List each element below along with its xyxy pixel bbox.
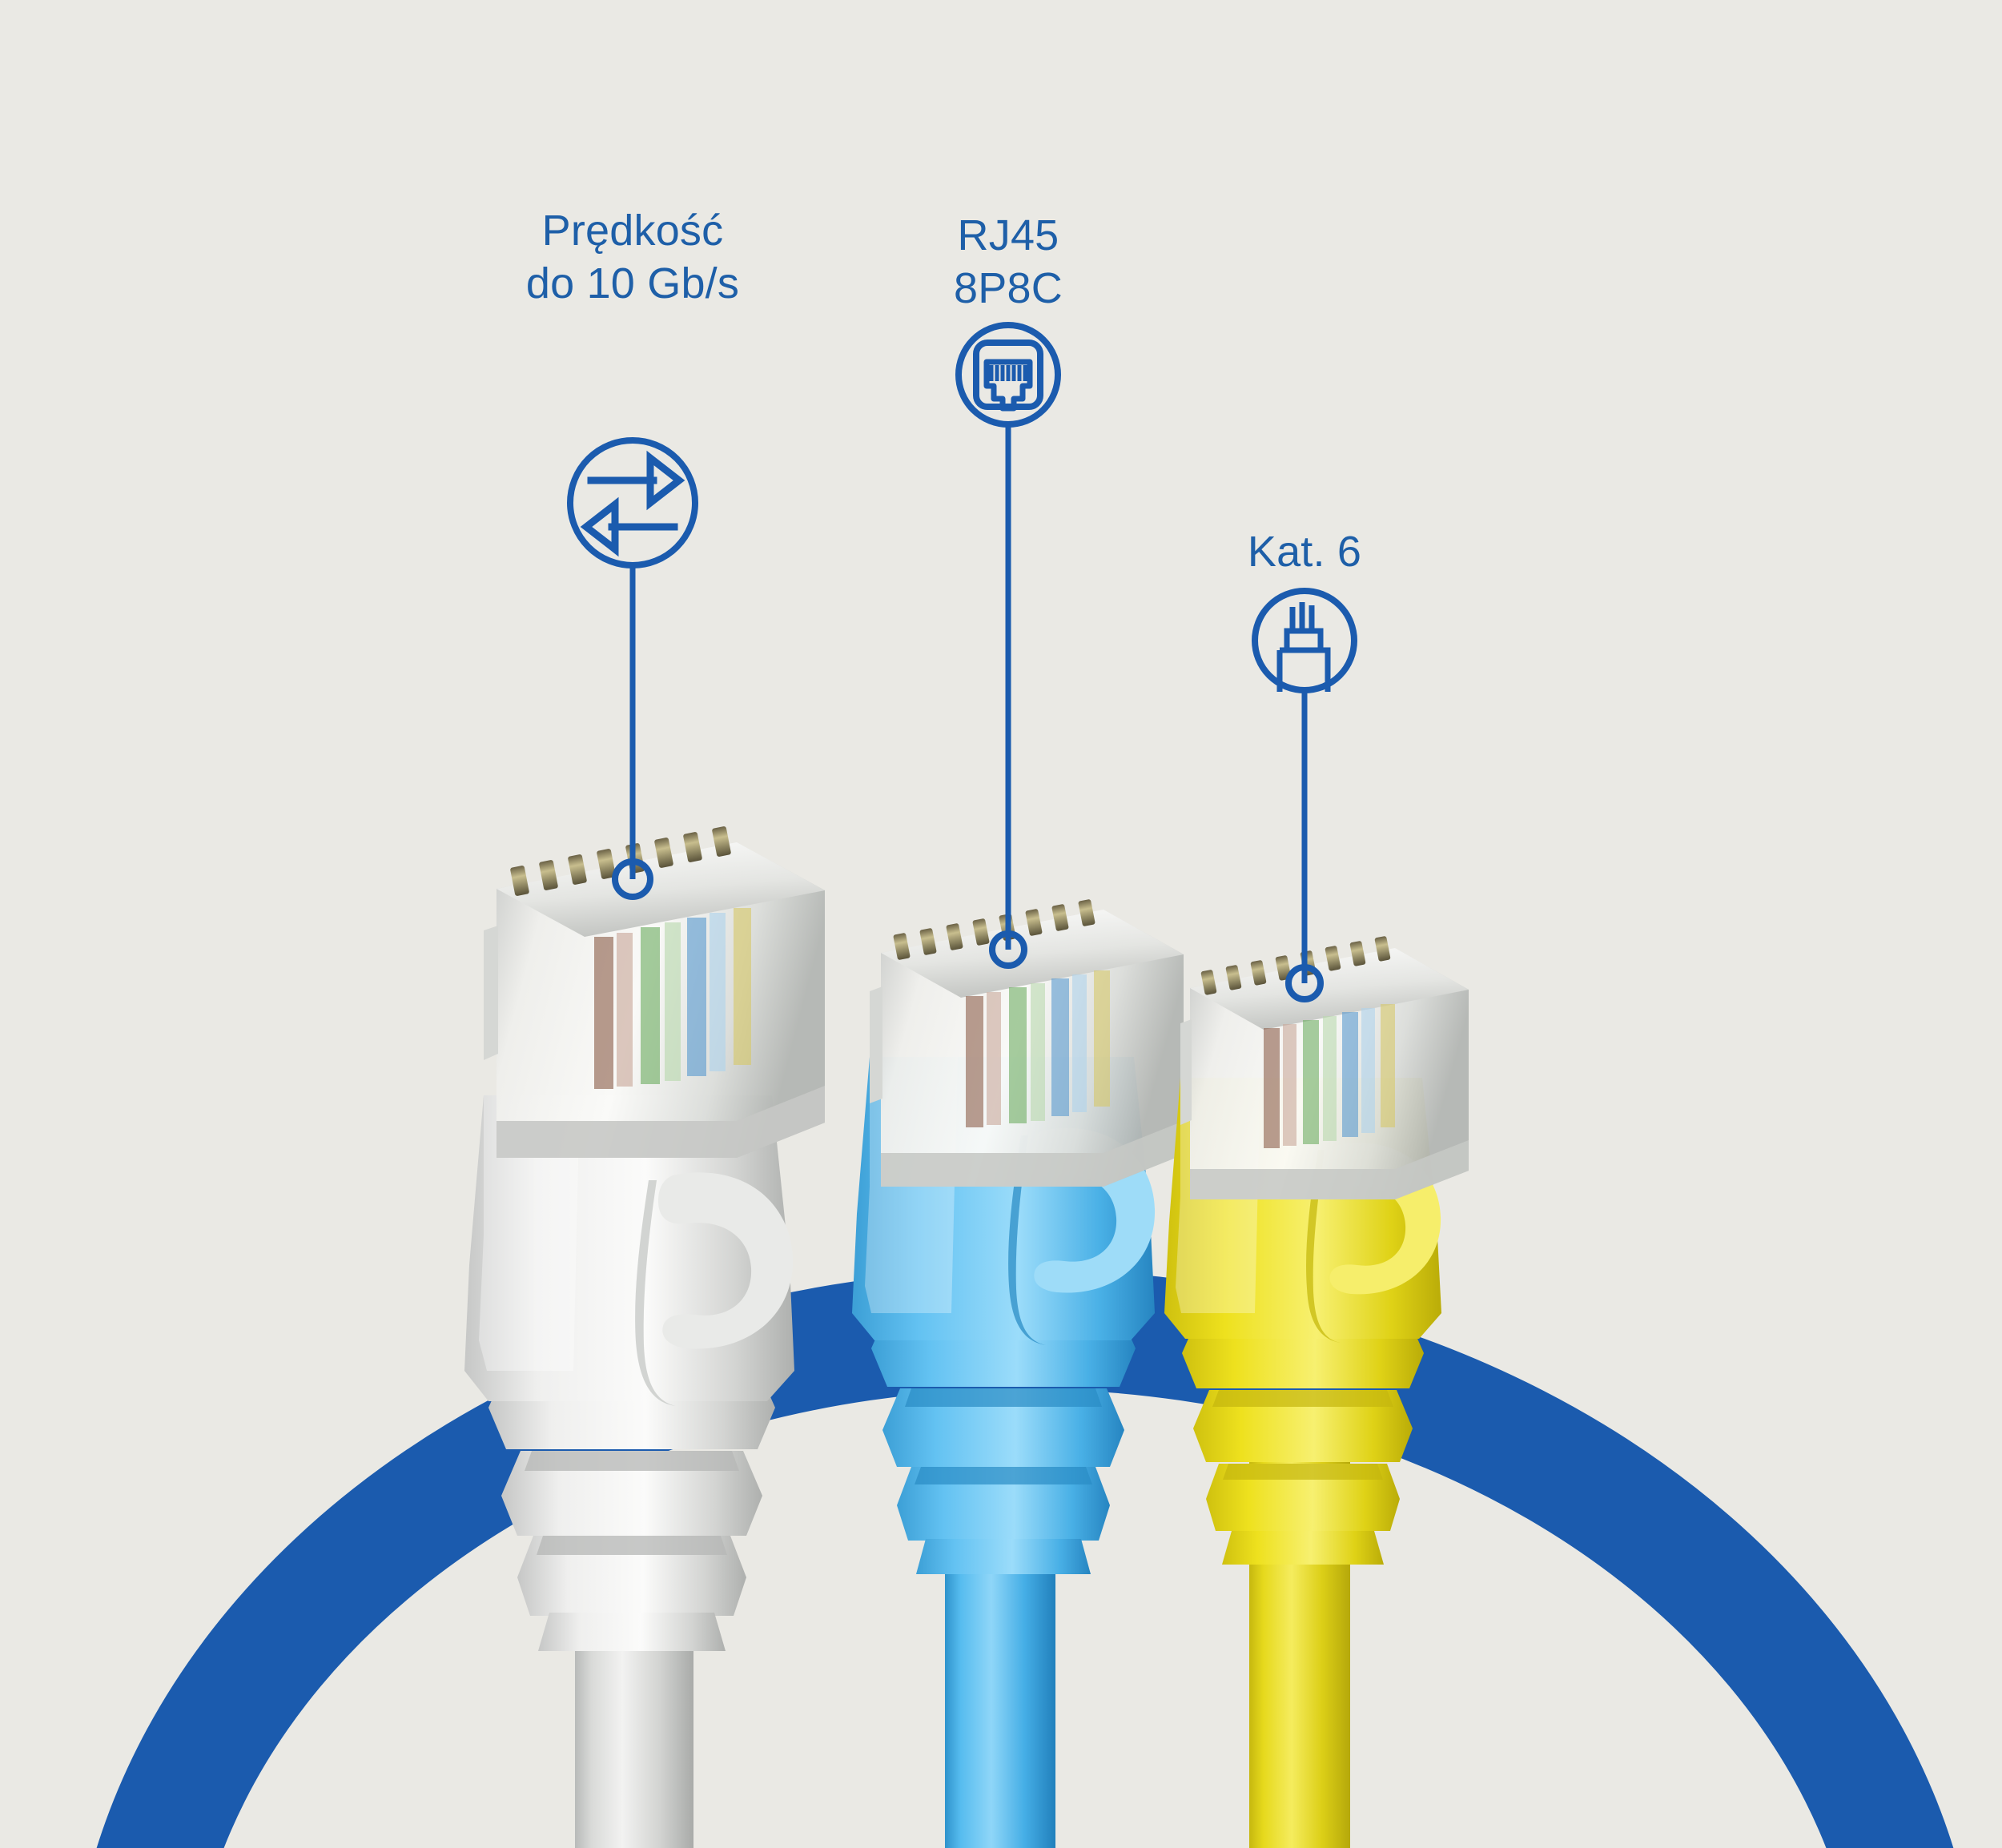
leader-anchor-category [1285, 964, 1324, 1002]
cable-grey [464, 826, 825, 1848]
callout-circle-speed [567, 437, 698, 568]
leader-anchor-connector [989, 930, 1027, 969]
rj45-plug-yellow [1180, 936, 1469, 1199]
stripped-cable-icon [1276, 602, 1331, 692]
callout-circle-category [1252, 588, 1357, 693]
callout-label-speed: Prędkość do 10 Gb/s [525, 207, 740, 307]
callout-connector[interactable] [955, 322, 1061, 969]
ethernet-port-icon [973, 339, 1043, 412]
callout-speed[interactable] [567, 437, 698, 900]
callout-circle-connector [955, 322, 1061, 428]
twisted-pairs-grey [594, 908, 751, 1089]
cable-blue [852, 899, 1184, 1848]
cable-yellow [1164, 936, 1469, 1848]
twisted-pairs-yellow [1264, 1004, 1395, 1148]
boot-body-grey [464, 1095, 794, 1406]
leader-anchor-speed [612, 858, 653, 900]
rj45-plug-grey [484, 826, 825, 1158]
twisted-pairs-blue [966, 970, 1110, 1127]
callout-label-connector: RJ45 8P8C [954, 211, 1063, 312]
transfer-arrows-icon [580, 450, 685, 557]
rj45-plug-blue [870, 899, 1184, 1187]
callout-label-category: Kat. 6 [1247, 528, 1362, 576]
callout-category[interactable] [1252, 588, 1357, 1002]
